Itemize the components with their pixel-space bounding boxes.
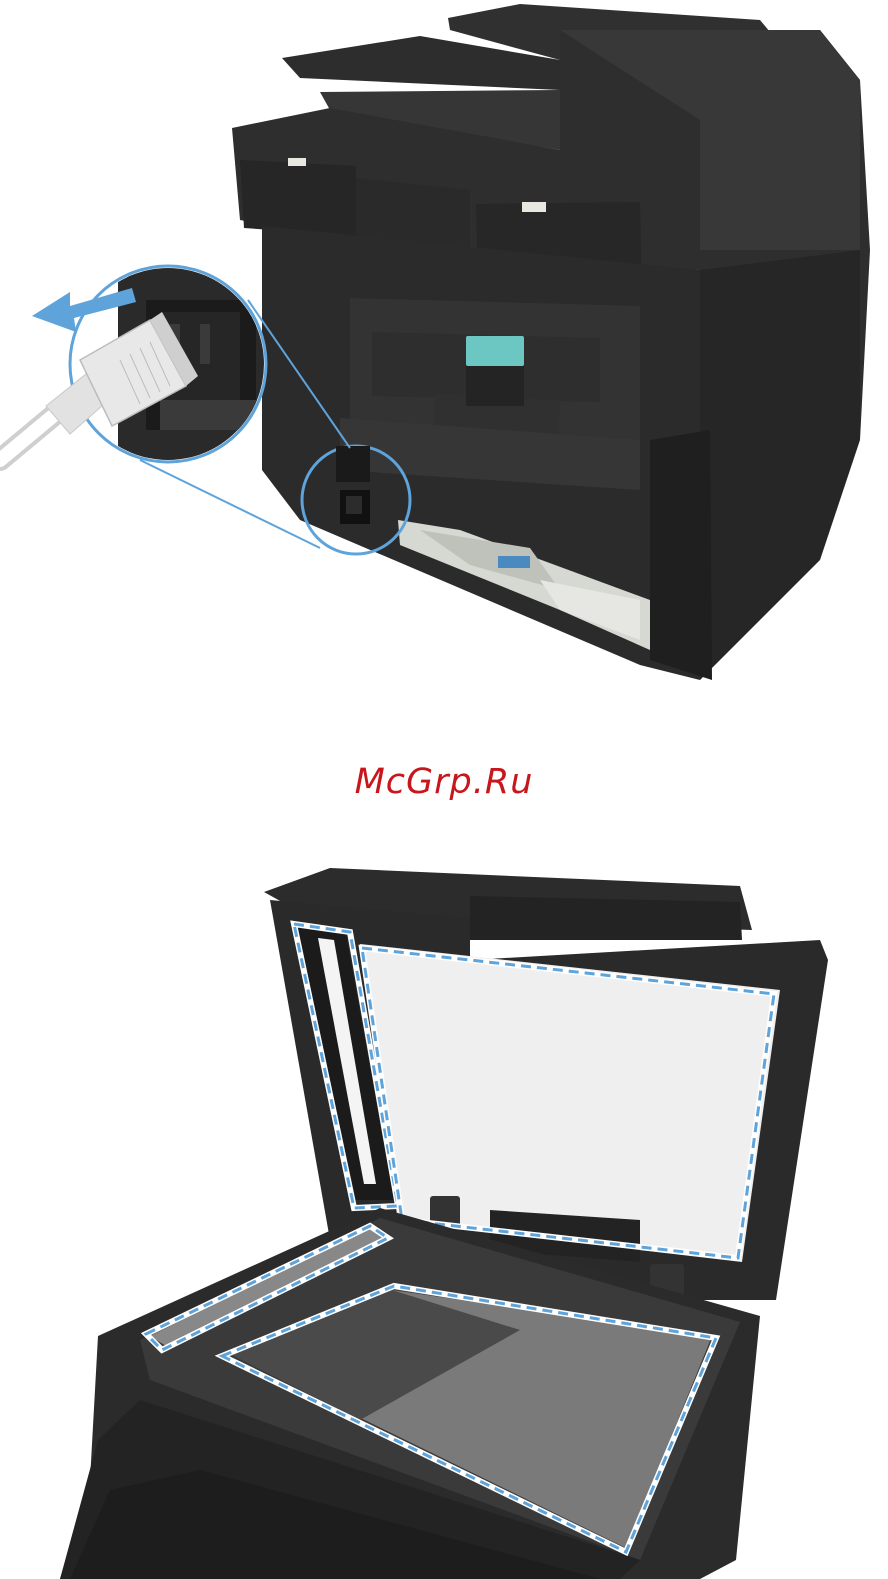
zoom-large-circle <box>0 266 278 468</box>
printer-rear-illustration <box>0 0 888 700</box>
rear-door-latch <box>466 336 524 366</box>
scanner-open-illustration <box>0 860 888 1579</box>
watermark-text: McGrp.Ru <box>0 762 888 802</box>
